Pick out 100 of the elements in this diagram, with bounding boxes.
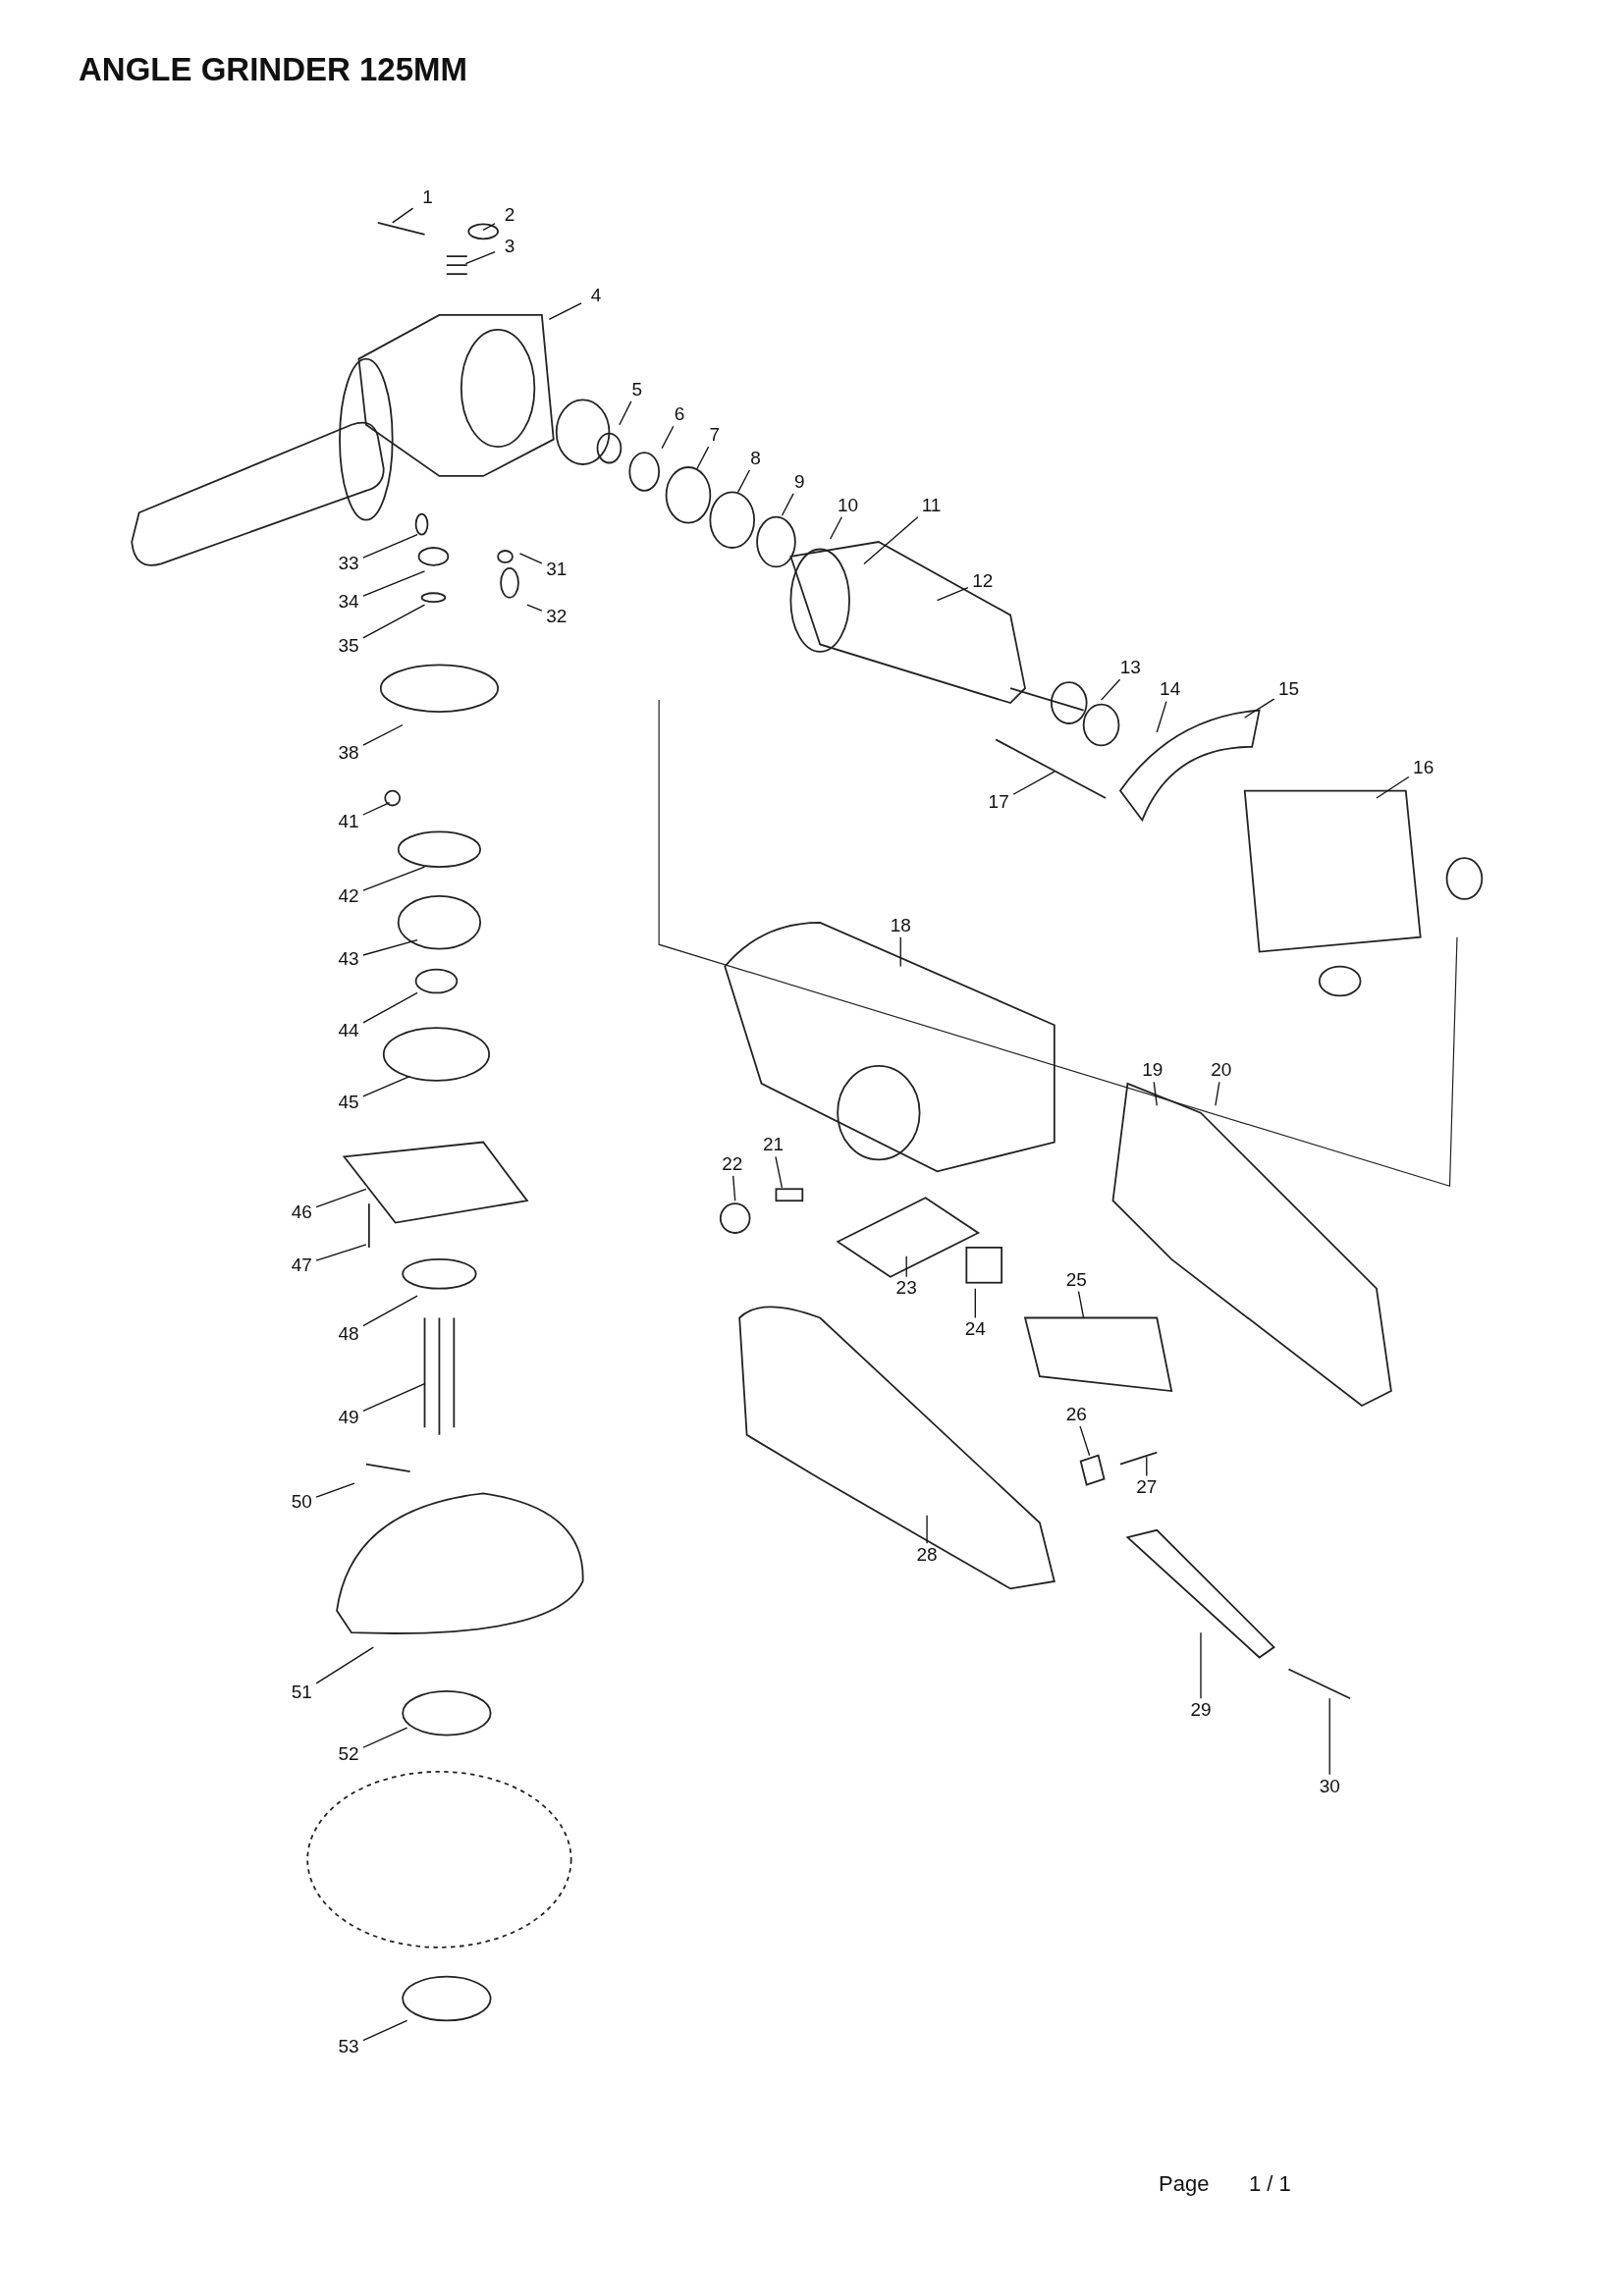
leader-line [899, 936, 901, 968]
page-number-text: Page [1159, 2171, 1210, 2197]
leader-line [362, 570, 426, 597]
callout-number: 53 [338, 2036, 359, 2057]
callout-number: 11 [921, 494, 942, 516]
callout-number: 44 [338, 1019, 359, 1041]
leader-line [526, 604, 543, 612]
callout-number: 10 [837, 494, 859, 516]
leader-line [464, 251, 496, 265]
leader-line [1100, 678, 1121, 701]
leader-line [1244, 698, 1275, 719]
leader-line [732, 1175, 736, 1201]
callout-number: 5 [631, 378, 643, 400]
leader-line [1328, 1697, 1330, 1776]
callout-number: 45 [338, 1092, 359, 1114]
callout-number: 29 [1190, 1699, 1212, 1721]
callout-number: 30 [1319, 1775, 1340, 1797]
leader-line [362, 1075, 411, 1097]
leader-line [362, 1727, 408, 1748]
callout-number: 19 [1142, 1059, 1164, 1082]
callout-number: 21 [762, 1134, 785, 1156]
callout-number: 35 [338, 634, 359, 657]
leader-line [974, 1288, 976, 1319]
callout-number: 18 [890, 914, 911, 936]
callout-number: 13 [1119, 657, 1141, 679]
leader-line [1215, 1081, 1220, 1106]
callout-number: 9 [794, 470, 805, 493]
callout-number: 32 [546, 605, 568, 627]
leader-line [315, 1244, 367, 1261]
leader-line [548, 302, 582, 321]
callout-number: 46 [291, 1201, 312, 1223]
callout-number: 33 [338, 553, 359, 575]
callout-number: 7 [709, 423, 721, 446]
leader-line [1079, 1425, 1091, 1457]
callout-number: 47 [291, 1254, 312, 1276]
leader-line [315, 1188, 367, 1208]
callout-number: 14 [1160, 678, 1181, 701]
leader-line [362, 2019, 408, 2042]
leader-line [362, 939, 418, 956]
callout-number: 28 [916, 1543, 938, 1566]
callout-number: 49 [338, 1406, 359, 1428]
leader-line [362, 1382, 426, 1412]
page-title: ANGLE GRINDER 125MM [79, 51, 468, 88]
leader-line [1012, 771, 1056, 795]
callout-number: 12 [972, 570, 994, 593]
callout-number: 38 [338, 741, 359, 764]
callout-number: 41 [338, 810, 359, 832]
callout-number: 6 [674, 403, 685, 426]
leader-line [362, 1295, 418, 1327]
callout-number: 42 [338, 884, 359, 907]
callout-number: 17 [988, 791, 1009, 814]
leader-line [661, 425, 675, 450]
leader-line [362, 801, 391, 816]
callout-number: 51 [291, 1682, 312, 1704]
leader-line [362, 604, 426, 639]
leader-line [362, 866, 426, 891]
leader-line [829, 516, 842, 540]
callout-number: 20 [1211, 1059, 1232, 1082]
callout-number: 24 [964, 1318, 986, 1341]
leader-line [696, 446, 710, 470]
leader-line [518, 553, 543, 564]
callout-number: 52 [338, 1742, 359, 1765]
callout-number: 31 [546, 559, 568, 581]
callout-number: 25 [1065, 1268, 1087, 1291]
callout-number: 16 [1413, 756, 1435, 778]
leader-line [362, 533, 418, 559]
page-number-text: 1 / 1 [1249, 2171, 1291, 2197]
leader-line [362, 723, 404, 746]
leader-line [1077, 1291, 1085, 1319]
leader-line [1156, 700, 1167, 733]
leader-line [1200, 1631, 1202, 1699]
callout-number: 43 [338, 947, 359, 970]
leader-line [775, 1155, 784, 1189]
leader-line [737, 469, 750, 493]
leader-line [863, 516, 919, 565]
leader-line [482, 223, 496, 232]
leader-line [936, 586, 969, 602]
leader-line [392, 207, 414, 224]
leader-line [1146, 1456, 1148, 1477]
callout-number: 23 [895, 1277, 917, 1300]
callout-number: 1 [422, 187, 433, 209]
callout-number: 27 [1136, 1476, 1158, 1499]
callout-number: 50 [291, 1491, 312, 1514]
leader-line [781, 493, 794, 516]
leader-line [315, 1482, 355, 1498]
leader-line [619, 400, 632, 426]
leader-line [926, 1515, 928, 1544]
callout-number: 26 [1065, 1403, 1087, 1425]
callout-number: 22 [722, 1152, 743, 1175]
callout-number: 2 [504, 204, 515, 227]
callout-number: 8 [750, 447, 761, 469]
callout-number: 15 [1277, 678, 1299, 701]
leader-line [1153, 1081, 1158, 1106]
leader-line [362, 991, 418, 1024]
callout-number: 34 [338, 590, 359, 613]
leader-line [1376, 775, 1410, 799]
callout-number: 48 [338, 1322, 359, 1345]
callout-number: 3 [504, 235, 515, 257]
leader-line [905, 1255, 907, 1278]
leader-line [315, 1646, 374, 1684]
